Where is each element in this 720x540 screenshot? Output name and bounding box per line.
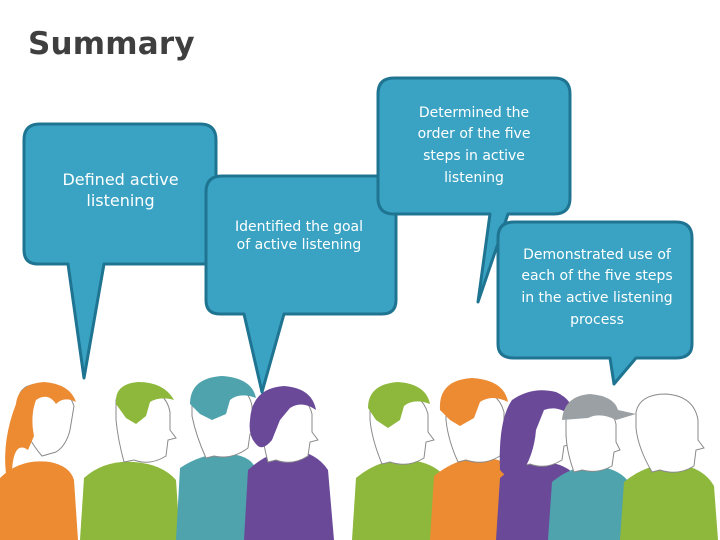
people-group bbox=[0, 376, 718, 540]
person-1 bbox=[0, 382, 78, 540]
page-title: Summary bbox=[28, 26, 195, 62]
person-5 bbox=[352, 382, 450, 540]
speech-bubble-4 bbox=[496, 220, 694, 386]
speech-bubble-1 bbox=[22, 122, 218, 380]
person-2 bbox=[80, 382, 180, 540]
bubble-4-text: Demonstrated use of each of the five ste… bbox=[521, 246, 673, 328]
bubbles-group bbox=[22, 76, 694, 394]
speech-bubble-2 bbox=[204, 174, 398, 394]
person-9 bbox=[620, 393, 718, 540]
speech-bubble-3 bbox=[376, 76, 572, 304]
bubble-3-text: Determined the order of the five steps i… bbox=[417, 104, 531, 186]
person-3 bbox=[176, 376, 259, 540]
bubble-2-text: Identified the goal of active listening bbox=[235, 219, 363, 254]
person-8 bbox=[548, 394, 636, 540]
bubble-1-text: Defined active listening bbox=[62, 169, 179, 210]
person-4 bbox=[244, 386, 334, 540]
